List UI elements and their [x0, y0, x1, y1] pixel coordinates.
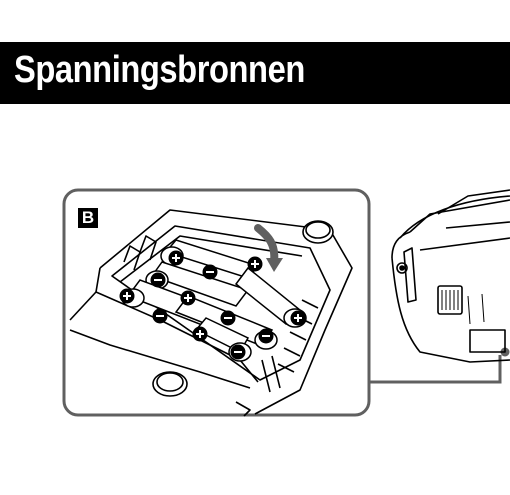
cd-radio-device [391, 189, 510, 363]
title-bar: Spanningsbronnen [0, 42, 510, 104]
battery-plus-icon [119, 250, 306, 342]
page-title: Spanningsbronnen [14, 49, 305, 91]
detail-frame [62, 188, 371, 417]
insert-arrow-icon [254, 224, 283, 272]
figure-label-badge: B [78, 208, 98, 228]
battery-minus-icon [150, 264, 274, 360]
battery-compartment-illustration [62, 188, 510, 417]
